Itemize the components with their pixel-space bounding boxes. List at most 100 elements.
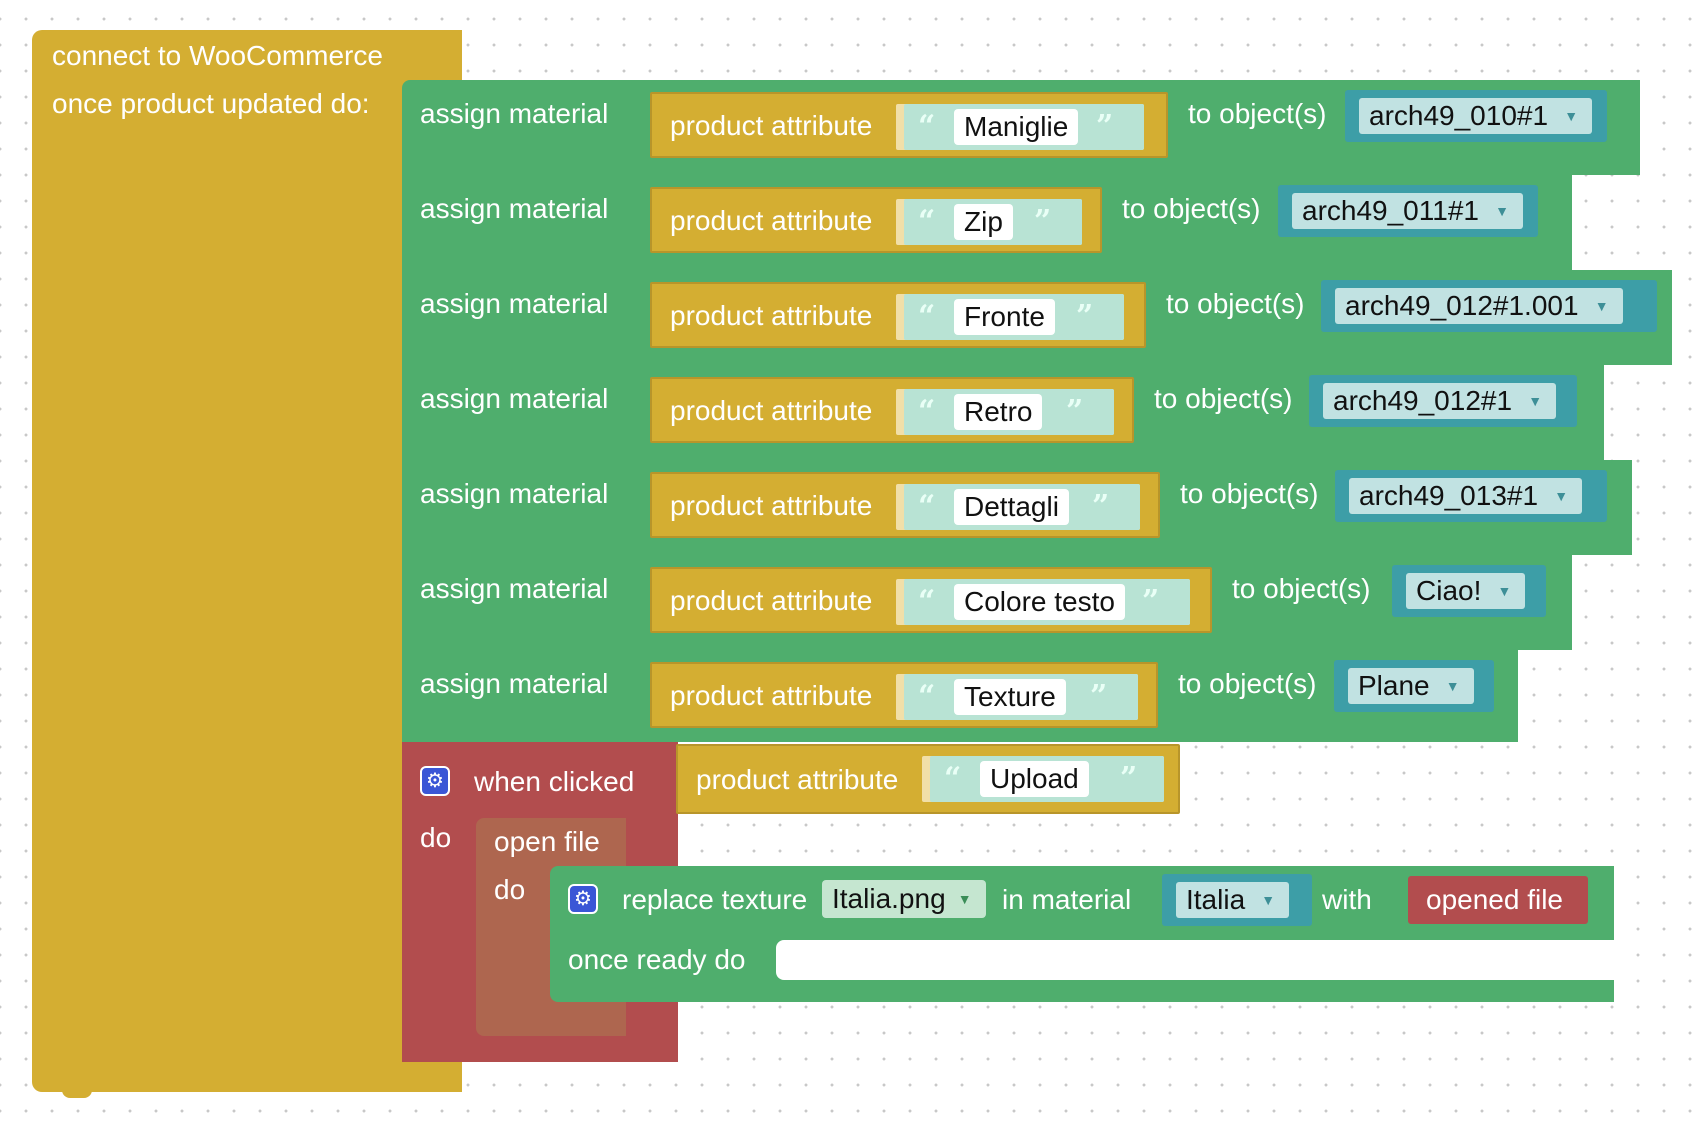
- object-slot: arch49_010#1 ▼: [1345, 90, 1607, 142]
- product-attribute-label: product attribute: [670, 585, 873, 616]
- quote-close-icon: ”: [1076, 299, 1094, 334]
- texture-dropdown-value: Italia.png: [832, 883, 946, 914]
- attribute-string-value[interactable]: Texture: [954, 679, 1066, 715]
- assign-material-label: assign material: [420, 288, 609, 319]
- chevron-down-icon: ▼: [1495, 203, 1509, 219]
- woocommerce-subtitle: once product updated do:: [52, 88, 370, 119]
- assign-material-block[interactable]: assign material product attribute “ Text…: [402, 650, 1518, 742]
- object-dropdown[interactable]: arch49_012#1.001 ▼: [1335, 288, 1623, 324]
- assign-material-label: assign material: [420, 383, 609, 414]
- attribute-string-value[interactable]: Dettagli: [954, 489, 1069, 525]
- to-objects-label: to object(s): [1188, 98, 1327, 129]
- attribute-string-value[interactable]: Zip: [954, 204, 1013, 240]
- assign-material-block[interactable]: assign material product attribute “ Retr…: [402, 365, 1604, 460]
- object-slot: arch49_011#1 ▼: [1278, 185, 1538, 237]
- to-objects-label: to object(s): [1178, 668, 1317, 699]
- attribute-string-block[interactable]: “ Retro ”: [896, 389, 1114, 435]
- chevron-down-icon: ▼: [1528, 393, 1543, 409]
- object-dropdown-value: Ciao!: [1416, 575, 1482, 606]
- product-attribute-block[interactable]: product attribute “ Retro ”: [650, 377, 1134, 443]
- to-objects-label: to object(s): [1180, 478, 1319, 509]
- quote-close-icon: ”: [1120, 761, 1138, 796]
- chevron-down-icon: ▼: [1445, 678, 1460, 694]
- chevron-down-icon: ▼: [1554, 488, 1569, 504]
- when-clicked-do-label: do: [420, 822, 452, 853]
- product-attribute-block[interactable]: product attribute “ Dettagli ”: [650, 472, 1160, 538]
- upload-attribute-block[interactable]: product attribute “ Upload ”: [676, 744, 1180, 814]
- product-attribute-block[interactable]: product attribute “ Texture ”: [650, 662, 1158, 728]
- assign-material-block[interactable]: assign material product attribute “ Fron…: [402, 270, 1672, 365]
- object-dropdown[interactable]: arch49_012#1 ▼: [1323, 383, 1557, 419]
- object-dropdown[interactable]: Ciao! ▼: [1406, 573, 1526, 609]
- to-objects-label: to object(s): [1166, 288, 1305, 319]
- assign-material-block[interactable]: assign material product attribute “ Mani…: [402, 80, 1640, 175]
- to-objects-label: to object(s): [1232, 573, 1371, 604]
- object-slot: Plane ▼: [1334, 660, 1494, 712]
- quote-open-icon: “: [944, 761, 962, 796]
- object-dropdown[interactable]: arch49_010#1 ▼: [1359, 98, 1593, 134]
- chevron-down-icon: ▼: [1594, 298, 1609, 314]
- attribute-string-block[interactable]: “ Texture ”: [896, 674, 1138, 720]
- gear-icon[interactable]: ⚙: [568, 884, 598, 914]
- object-slot: arch49_012#1 ▼: [1309, 375, 1577, 427]
- quote-open-icon: “: [918, 394, 936, 429]
- object-dropdown-value: arch49_013#1: [1359, 480, 1539, 511]
- quote-close-icon: ”: [1034, 204, 1052, 239]
- upload-string-block[interactable]: “ Upload ”: [922, 756, 1164, 802]
- assign-material-block[interactable]: assign material product attribute “ Dett…: [402, 460, 1632, 555]
- product-attribute-block[interactable]: product attribute “ Maniglie ”: [650, 92, 1168, 158]
- quote-close-icon: ”: [1142, 584, 1160, 619]
- product-attribute-block[interactable]: product attribute “ Colore testo ”: [650, 567, 1212, 633]
- product-attribute-block[interactable]: product attribute “ Fronte ”: [650, 282, 1146, 348]
- quote-open-icon: “: [918, 109, 936, 144]
- attribute-string-block[interactable]: “ Zip ”: [896, 199, 1082, 245]
- product-attribute-label: product attribute: [670, 395, 873, 426]
- once-ready-slot[interactable]: [776, 940, 1614, 980]
- quote-close-icon: ”: [1096, 109, 1114, 144]
- quote-close-icon: ”: [1090, 679, 1108, 714]
- open-file-label: open file: [494, 826, 600, 857]
- assign-material-label: assign material: [420, 98, 609, 129]
- object-slot: arch49_012#1.001 ▼: [1321, 280, 1657, 332]
- assign-material-block[interactable]: assign material product attribute “ Zip …: [402, 175, 1572, 270]
- attribute-string-value[interactable]: Retro: [954, 394, 1043, 430]
- object-dropdown-value: arch49_012#1.001: [1345, 290, 1579, 321]
- texture-dropdown[interactable]: Italia.png ▼: [822, 880, 986, 918]
- assign-material-block[interactable]: assign material product attribute “ Colo…: [402, 555, 1572, 650]
- object-dropdown[interactable]: arch49_013#1 ▼: [1349, 478, 1583, 514]
- upload-string-value[interactable]: Upload: [980, 761, 1089, 797]
- attribute-string-block[interactable]: “ Colore testo ”: [896, 579, 1190, 625]
- quote-open-icon: “: [918, 584, 936, 619]
- attribute-string-value[interactable]: Maniglie: [954, 109, 1079, 145]
- product-attribute-label: product attribute: [670, 205, 873, 236]
- chevron-down-icon: ▼: [1497, 583, 1512, 599]
- object-slot: Ciao! ▼: [1392, 565, 1546, 617]
- attribute-string-value[interactable]: Fronte: [954, 299, 1055, 335]
- woocommerce-event-block[interactable]: connect to WooCommerce once product upda…: [32, 30, 462, 1092]
- gear-icon[interactable]: ⚙: [420, 766, 450, 796]
- quote-open-icon: “: [918, 299, 936, 334]
- root-block-tab: [62, 1090, 92, 1098]
- chevron-down-icon: ▼: [957, 891, 972, 907]
- object-dropdown-value: arch49_011#1: [1302, 195, 1479, 226]
- quote-open-icon: “: [918, 679, 936, 714]
- object-dropdown[interactable]: Plane ▼: [1348, 668, 1474, 704]
- attribute-string-block[interactable]: “ Fronte ”: [896, 294, 1124, 340]
- product-attribute-label: product attribute: [670, 110, 873, 141]
- to-objects-label: to object(s): [1122, 193, 1261, 224]
- object-dropdown[interactable]: arch49_011#1 ▼: [1292, 193, 1523, 229]
- product-attribute-block[interactable]: product attribute “ Zip ”: [650, 187, 1102, 253]
- attribute-string-block[interactable]: “ Dettagli ”: [896, 484, 1140, 530]
- object-dropdown-value: arch49_012#1: [1333, 385, 1513, 416]
- attribute-string-value[interactable]: Colore testo: [954, 584, 1125, 620]
- once-ready-label: once ready do: [568, 944, 746, 975]
- woocommerce-title: connect to WooCommerce: [52, 40, 383, 71]
- object-slot: arch49_013#1 ▼: [1335, 470, 1607, 522]
- attribute-string-block[interactable]: “ Maniglie ”: [896, 104, 1144, 150]
- material-dropdown[interactable]: Italia ▼: [1176, 882, 1290, 918]
- replace-texture-block[interactable]: ⚙ replace texture Italia.png ▼ in materi…: [550, 866, 1614, 1002]
- open-file-do-label: do: [494, 874, 526, 905]
- to-objects-label: to object(s): [1154, 383, 1293, 414]
- opened-file-block[interactable]: opened file: [1408, 876, 1588, 924]
- material-dropdown-value: Italia: [1186, 884, 1246, 915]
